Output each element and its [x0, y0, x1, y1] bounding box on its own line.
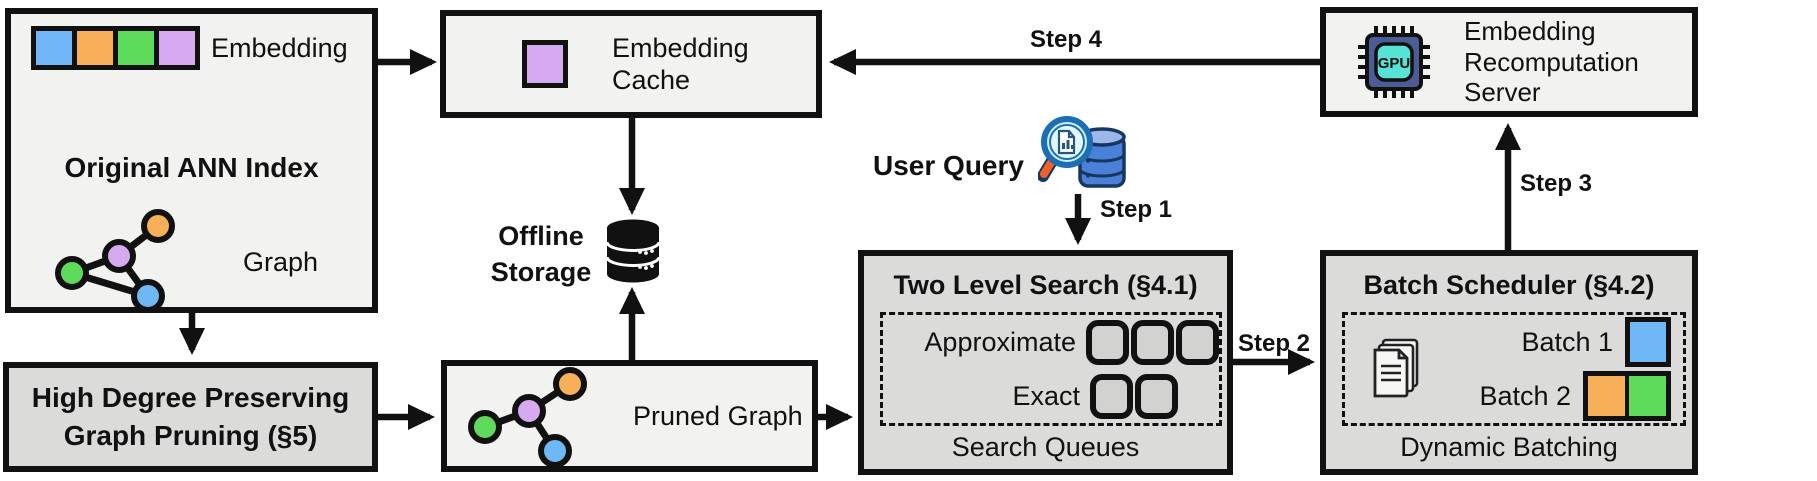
step3-label: Step 3 — [1520, 170, 1593, 197]
batch-scheduler-box: Batch Scheduler (§4.2) Batch 1 Batch 2 — [1320, 250, 1698, 475]
pruned-graph-label: Pruned Graph — [633, 400, 803, 431]
user-query-label: User Query — [873, 150, 1024, 181]
graph-icon — [55, 209, 175, 313]
approximate-label: Approximate — [924, 326, 1076, 357]
two-level-search-title: Two Level Search (§4.1) — [893, 270, 1198, 300]
exact-queue-slots — [1090, 373, 1178, 419]
embedding-vector-icon — [31, 26, 200, 70]
query-search-icon — [1038, 116, 1126, 188]
gpu-icon-text: GPU — [1378, 55, 1411, 72]
queue-slot — [1131, 319, 1174, 365]
cached-embedding-icon — [522, 40, 568, 88]
step2-label: Step 2 — [1238, 330, 1311, 357]
embedding-cell-purple — [159, 31, 195, 65]
batch2-square-green — [1625, 376, 1666, 416]
queue-slot — [1176, 319, 1219, 365]
batch1-row: Batch 1 — [1427, 315, 1683, 369]
gpu-icon: GPU — [1358, 26, 1430, 98]
step4-label: Step 4 — [1030, 26, 1103, 53]
embedding-cell-orange — [77, 31, 113, 65]
dynamic-batching-panel: Batch 1 Batch 2 — [1342, 312, 1686, 426]
pruned-graph-box: Pruned Graph — [441, 360, 818, 472]
exact-label: Exact — [1012, 380, 1080, 411]
recomputation-server-label: Embedding Recomputation Server — [1464, 15, 1639, 108]
embedding-cache-box: Embedding Cache — [440, 10, 822, 118]
approximate-queue-row: Approximate — [883, 315, 1219, 369]
dynamic-batching-caption: Dynamic Batching — [1400, 432, 1618, 462]
queue-slot — [1086, 319, 1129, 365]
batch2-label: Batch 2 — [1479, 380, 1571, 411]
documents-icon — [1373, 338, 1419, 398]
embedding-label: Embedding — [211, 33, 348, 63]
embedding-cache-label: Embedding Cache — [612, 32, 749, 95]
original-ann-index-box: Embedding Original ANN Index Graph — [5, 8, 378, 313]
batch1-square-blue — [1625, 317, 1671, 367]
original-ann-index-title: Original ANN Index — [64, 152, 319, 183]
offline-storage-label: Offline Storage — [490, 221, 592, 288]
batch2-squares — [1583, 371, 1671, 421]
database-icon — [605, 219, 661, 283]
high-degree-pruning-box: High Degree Preserving Graph Pruning (§5… — [3, 362, 378, 472]
batch-scheduler-title: Batch Scheduler (§4.2) — [1363, 270, 1655, 300]
search-queues-caption: Search Queues — [951, 432, 1140, 462]
embedding-cell-blue — [36, 31, 72, 65]
search-queues-panel: Approximate Exact — [880, 312, 1222, 426]
batch2-row: Batch 2 — [1427, 369, 1683, 423]
queue-slot — [1090, 373, 1133, 419]
embedding-cell-green — [118, 31, 154, 65]
two-level-search-box: Two Level Search (§4.1) Approximate Exac… — [858, 250, 1233, 475]
batch2-square-orange — [1588, 376, 1625, 416]
high-degree-pruning-title: High Degree Preserving Graph Pruning (§5… — [31, 382, 350, 451]
graph-label: Graph — [243, 247, 319, 277]
approximate-queue-slots — [1086, 319, 1219, 365]
batch1-label: Batch 1 — [1521, 326, 1613, 357]
recomputation-server-box: GPU Embedding Recomputation Server — [1320, 7, 1698, 117]
step1-label: Step 1 — [1100, 196, 1173, 223]
pruned-graph-icon — [468, 366, 587, 468]
queue-slot — [1135, 373, 1178, 419]
exact-queue-row: Exact — [883, 369, 1219, 423]
